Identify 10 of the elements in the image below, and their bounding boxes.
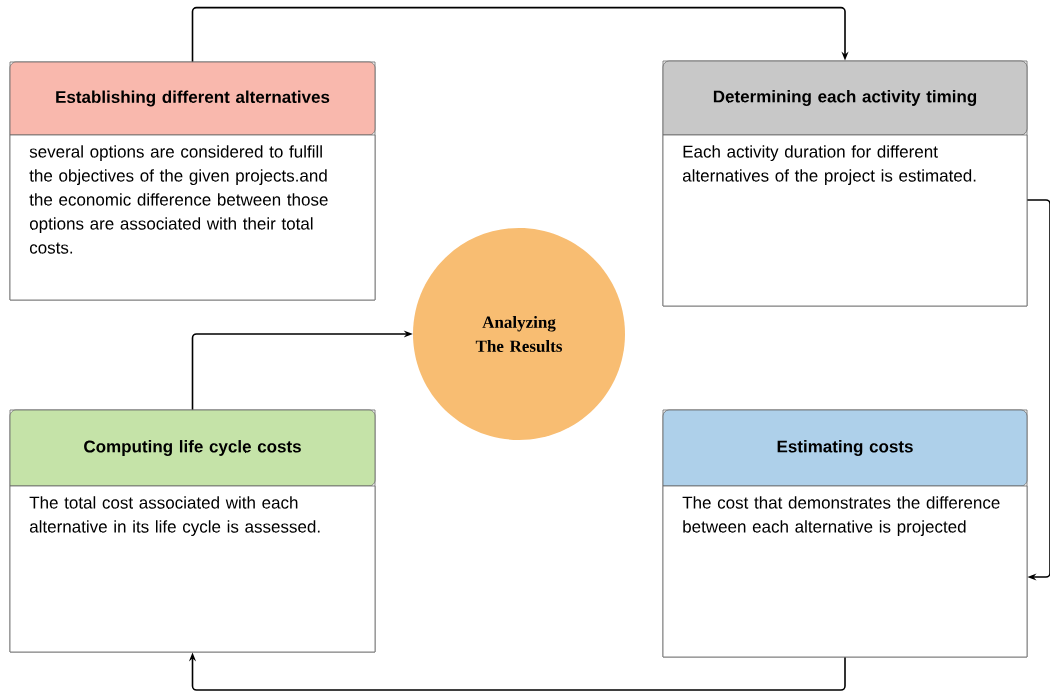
text-box: The total cost associated with each alternative in its life cycle is assessed. [9,485,376,653]
arrow [1026,199,1050,581]
text-box: several options are considered to fulfill the objectives of the given projects.and the economic difference between those options are associated with their total costs. [9,134,376,301]
text-box: Each activity duration for different alternatives of the project is estimated. [662,134,1028,307]
heading-box: Determining each activity timing [662,60,1028,136]
heading-box: Computing life cycle costs [9,409,376,487]
heading-box: Establishing different alternatives [9,61,376,136]
arrow [191,6,849,63]
text-box: The cost that demonstrates the difference between each alternative is projected [662,485,1028,658]
heading-box: Estimating costs [662,409,1028,487]
